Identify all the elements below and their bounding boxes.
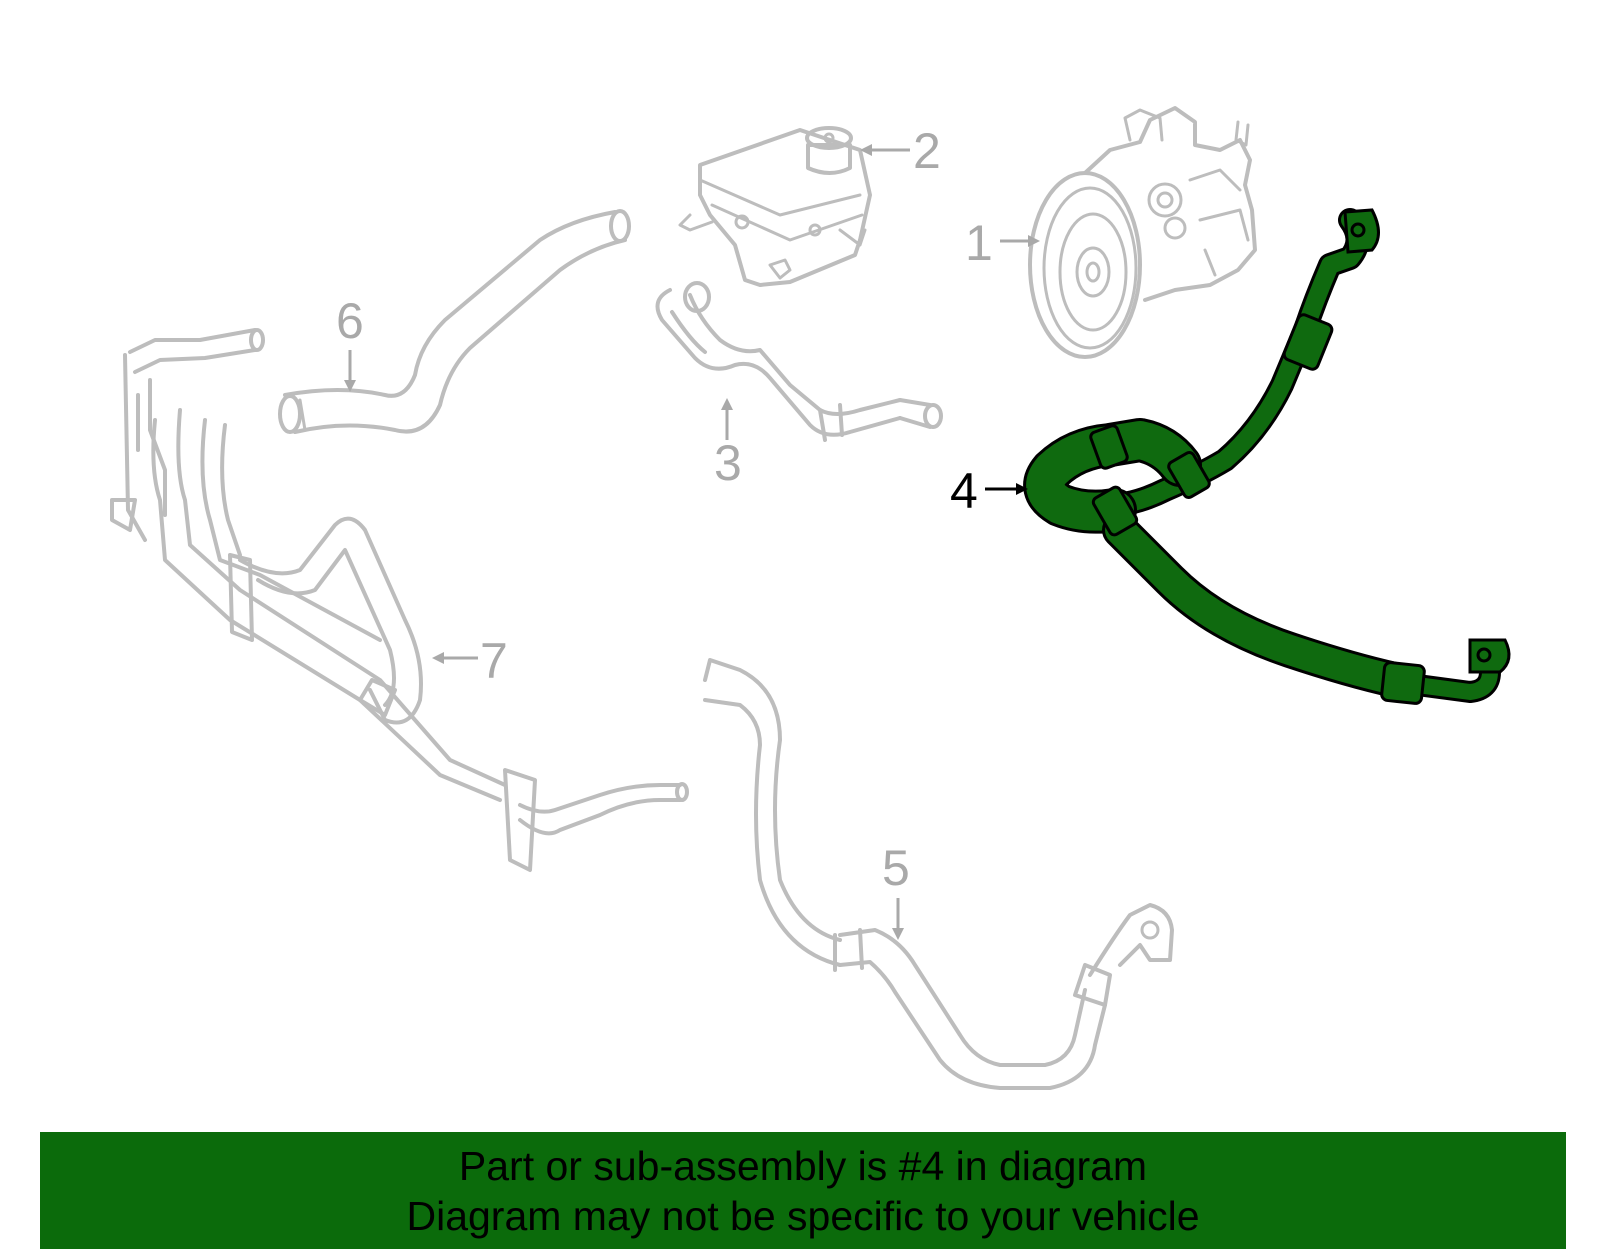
banner-line-disclaimer: Diagram may not be specific to your vehi… bbox=[406, 1192, 1200, 1239]
part-6-hose[interactable] bbox=[278, 209, 631, 434]
part-2-reservoir[interactable] bbox=[678, 126, 872, 287]
callout-arrow-1 bbox=[1000, 235, 1040, 247]
callout-arrow-2 bbox=[860, 144, 910, 156]
callout-arrow-7 bbox=[432, 652, 478, 664]
part-1-power-steering-pump[interactable] bbox=[1028, 106, 1257, 359]
callout-2: 2 bbox=[913, 123, 941, 179]
callout-6: 6 bbox=[336, 293, 364, 349]
callout-arrow-6 bbox=[344, 350, 356, 392]
info-banner: Part or sub-assembly is #4 in diagram Di… bbox=[40, 1132, 1566, 1249]
callout-1: 1 bbox=[965, 215, 993, 271]
callout-5: 5 bbox=[882, 840, 910, 896]
callout-arrow-4 bbox=[985, 483, 1028, 495]
part-3-hose[interactable] bbox=[655, 281, 943, 442]
part-4-pressure-hose[interactable] bbox=[1023, 208, 1511, 705]
callout-7: 7 bbox=[480, 633, 508, 689]
callout-arrow-5 bbox=[892, 898, 904, 940]
callout-arrow-3 bbox=[721, 398, 733, 440]
banner-line-part-number: Part or sub-assembly is #4 in diagram bbox=[458, 1142, 1148, 1189]
part-5-hose[interactable] bbox=[703, 658, 1174, 1090]
part-7-cooler-assembly[interactable] bbox=[110, 328, 689, 872]
callout-4: 4 bbox=[950, 463, 978, 519]
callout-3: 3 bbox=[714, 435, 742, 491]
